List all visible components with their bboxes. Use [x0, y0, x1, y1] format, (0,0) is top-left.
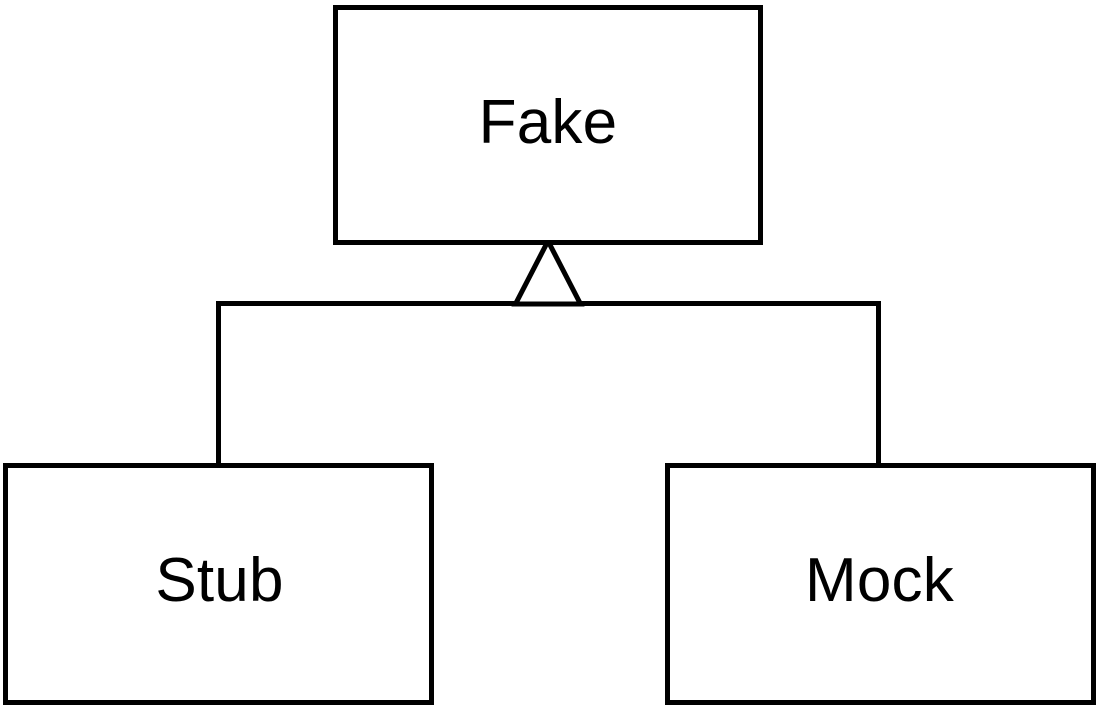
class-node-mock-label: Mock — [805, 546, 954, 615]
class-node-stub[interactable]: Stub — [3, 463, 434, 705]
class-node-fake-label: Fake — [478, 88, 618, 157]
class-node-mock[interactable]: Mock — [665, 463, 1096, 705]
class-node-fake[interactable]: Fake — [333, 5, 763, 245]
class-node-stub-label: Stub — [155, 546, 284, 615]
generalization-triangle-icon — [511, 235, 585, 307]
